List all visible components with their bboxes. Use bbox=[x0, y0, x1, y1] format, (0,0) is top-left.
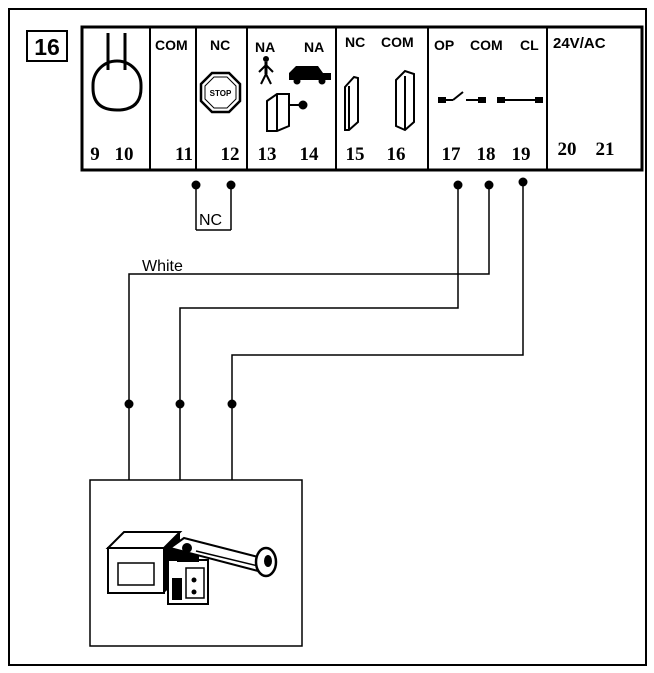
node-terminal-18 bbox=[484, 180, 494, 190]
open-contact-icon bbox=[438, 91, 486, 103]
terminal-20: 20 bbox=[558, 139, 577, 160]
figure-number-box bbox=[26, 30, 68, 62]
terminal-9: 9 bbox=[90, 144, 100, 165]
header-limit-com: COM bbox=[470, 37, 503, 53]
header-photo-com: COM bbox=[381, 34, 414, 50]
closed-contact-icon bbox=[497, 97, 543, 103]
terminal-15: 15 bbox=[346, 144, 365, 165]
header-power: 24V/AC bbox=[553, 35, 606, 52]
limit-switch-device-icon bbox=[105, 531, 278, 605]
wire-op bbox=[179, 185, 459, 480]
terminal-13: 13 bbox=[258, 144, 277, 165]
header-stop-nc: NC bbox=[210, 37, 230, 53]
wire-label-white: White bbox=[142, 258, 183, 275]
stop-sign-icon: STOP bbox=[199, 71, 242, 114]
lamp-icon bbox=[91, 33, 143, 112]
terminal-14: 14 bbox=[300, 144, 320, 165]
jumper-node-11 bbox=[191, 180, 201, 190]
nc-jumper bbox=[195, 185, 232, 231]
header-limit-cl: CL bbox=[520, 37, 539, 53]
header-limit-op: OP bbox=[434, 37, 454, 53]
terminal-numbers: 9 10 11 12 13 14 15 16 17 18 19 20 21 bbox=[90, 139, 614, 165]
terminal-dividers bbox=[149, 27, 548, 170]
terminal-21: 21 bbox=[596, 139, 615, 160]
header-na-car: NA bbox=[304, 39, 324, 55]
terminal-11: 11 bbox=[175, 144, 193, 165]
header-photo-nc: NC bbox=[345, 34, 365, 50]
wire-cl bbox=[231, 182, 524, 480]
terminal-10: 10 bbox=[115, 144, 134, 165]
car-icon bbox=[289, 66, 331, 85]
terminal-12: 12 bbox=[221, 144, 240, 165]
stop-sign-text: STOP bbox=[210, 89, 232, 98]
photocell-receiver-icon bbox=[395, 69, 415, 132]
photocell-transmitter-icon bbox=[344, 75, 359, 131]
node-terminal-19 bbox=[518, 177, 528, 187]
header-na-pedestrian: NA bbox=[255, 39, 275, 55]
node-wire-1 bbox=[124, 399, 134, 409]
header-lamp-com: COM bbox=[155, 37, 188, 53]
terminal-block bbox=[80, 25, 644, 172]
jumper-label: NC bbox=[199, 212, 222, 229]
jumper-node-12 bbox=[226, 180, 236, 190]
wires bbox=[128, 182, 524, 480]
pedestrian-icon bbox=[258, 56, 274, 85]
key-switch-icon bbox=[266, 93, 308, 132]
terminal-17: 17 bbox=[442, 144, 462, 165]
node-terminal-17 bbox=[453, 180, 463, 190]
figure-number: 16 bbox=[34, 34, 60, 60]
outer-border bbox=[8, 8, 647, 666]
node-wire-3 bbox=[227, 399, 237, 409]
node-wire-2 bbox=[175, 399, 185, 409]
terminal-16: 16 bbox=[387, 144, 406, 165]
terminal-19: 19 bbox=[512, 144, 531, 165]
terminal-18: 18 bbox=[477, 144, 496, 165]
wire-com-white bbox=[128, 185, 490, 480]
